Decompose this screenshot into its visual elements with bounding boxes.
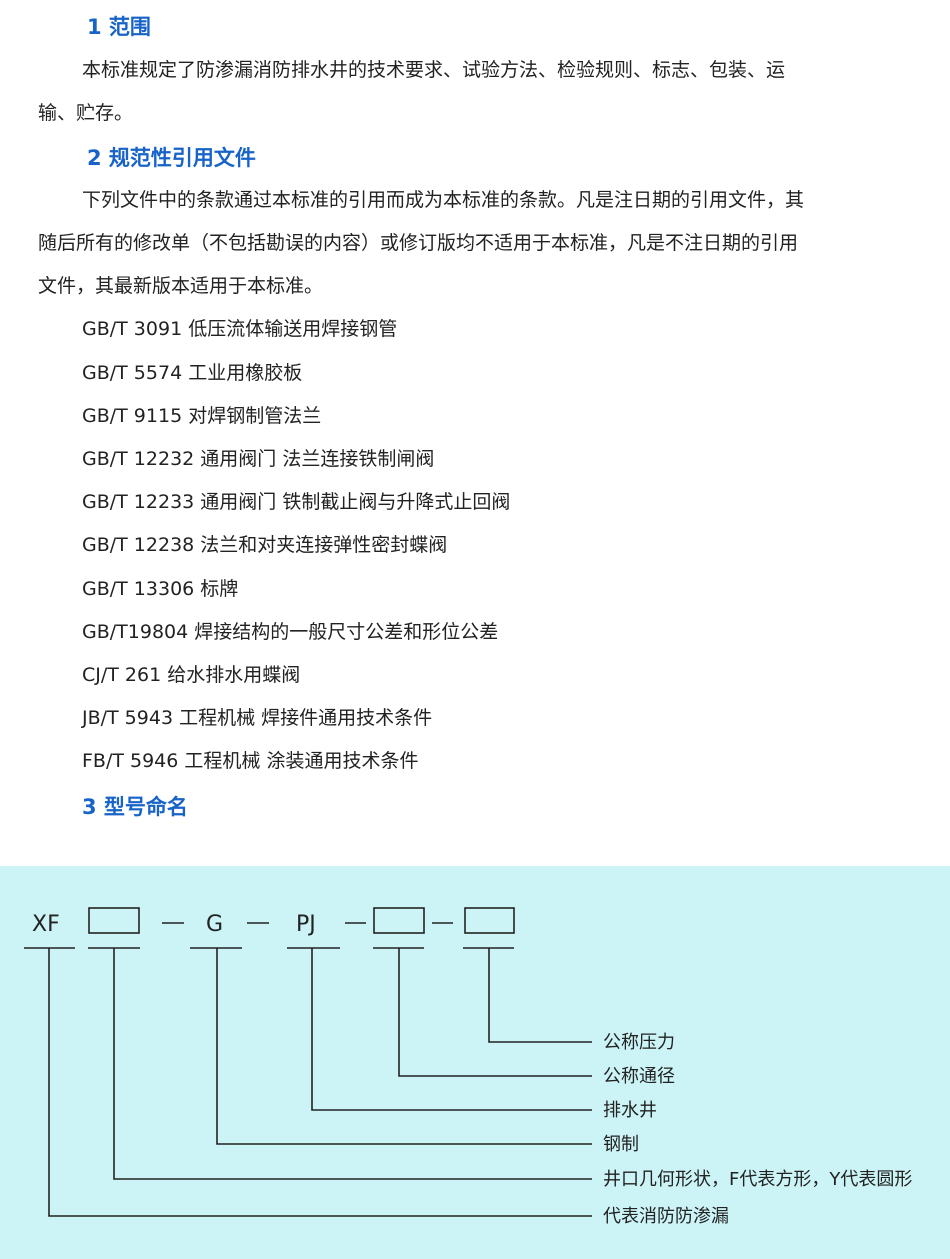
code-xf: XF	[32, 912, 60, 937]
leader-diameter	[398, 948, 592, 1077]
model-naming-diagram: XF G PJ 公称压力 公称通径 排水井 钢制 井口几何形状，F代表方形，Y代…	[0, 866, 950, 1259]
reference-item: JB/T 5943 工程机械 焊接件通用技术条件	[82, 707, 433, 729]
code-pj: PJ	[296, 912, 316, 937]
label-drain-well: 排水井	[603, 1100, 657, 1121]
placeholder-box-pressure	[464, 907, 515, 934]
section-1-title: 1 范围	[87, 15, 151, 39]
reference-item: GB/T 13306 标牌	[82, 578, 239, 600]
section-2-text-line-1: 下列文件中的条款通过本标准的引用而成为本标准的条款。凡是注日期的引用文件，其	[82, 189, 805, 211]
leader-steel	[216, 948, 592, 1145]
section-3-title: 3 型号命名	[82, 795, 188, 819]
reference-item: CJ/T 261 给水排水用蝶阀	[82, 664, 301, 686]
reference-item: GB/T 12232 通用阀门 法兰连接铁制闸阀	[82, 448, 435, 470]
reference-item: GB/T 12233 通用阀门 铁制截止阀与升降式止回阀	[82, 491, 511, 513]
placeholder-box-diameter	[373, 907, 425, 934]
code-g: G	[206, 912, 223, 937]
reference-item: GB/T 12238 法兰和对夹连接弹性密封蝶阀	[82, 534, 448, 556]
leader-shape	[113, 948, 592, 1180]
label-shape: 井口几何形状，F代表方形，Y代表圆形	[603, 1169, 912, 1190]
placeholder-box-shape	[88, 907, 140, 934]
label-fire: 代表消防防渗漏	[603, 1206, 729, 1227]
section-1-text-line-2: 输、贮存。	[38, 102, 134, 124]
reference-item: GB/T 3091 低压流体输送用焊接钢管	[82, 318, 398, 340]
leader-fire	[48, 948, 592, 1217]
leader-drain-well	[311, 948, 592, 1111]
label-diameter: 公称通径	[603, 1066, 675, 1087]
section-2-text-line-2: 随后所有的修改单（不包括勘误的内容）或修订版均不适用于本标准，凡是不注日期的引用	[38, 232, 799, 254]
reference-item: GB/T 5574 工业用橡胶板	[82, 362, 303, 384]
label-pressure: 公称压力	[603, 1032, 675, 1053]
reference-item: GB/T 9115 对焊钢制管法兰	[82, 405, 322, 427]
section-1-text-line-1: 本标准规定了防渗漏消防排水井的技术要求、试验方法、检验规则、标志、包装、运	[82, 59, 786, 81]
leader-pressure	[488, 948, 592, 1043]
label-steel: 钢制	[603, 1134, 639, 1155]
model-naming-svg: XF G PJ 公称压力 公称通径 排水井 钢制 井口几何形状，F代表方形，Y代…	[24, 907, 912, 1227]
section-2-text-line-3: 文件，其最新版本适用于本标准。	[38, 275, 324, 297]
reference-item: FB/T 5946 工程机械 涂装通用技术条件	[82, 750, 419, 772]
reference-item: GB/T19804 焊接结构的一般尺寸公差和形位公差	[82, 621, 499, 643]
section-2-title: 2 规范性引用文件	[87, 146, 256, 170]
